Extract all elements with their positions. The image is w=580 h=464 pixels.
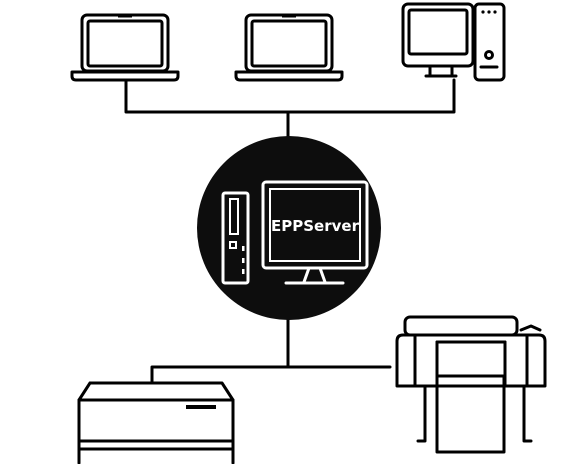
laptop-icon [234,13,344,82]
server-tower-icon [221,191,250,285]
desktop-computer-icon [401,2,506,82]
server-node: EPPServer [197,136,381,320]
desktop-printer-icon [77,381,235,464]
client-bus-line [124,78,456,145]
printer-bus-line [150,310,392,383]
large-format-printer-icon [395,315,547,454]
server-label: EPPServer [271,217,360,235]
laptop-icon [70,13,180,82]
server-monitor-icon [261,180,369,285]
